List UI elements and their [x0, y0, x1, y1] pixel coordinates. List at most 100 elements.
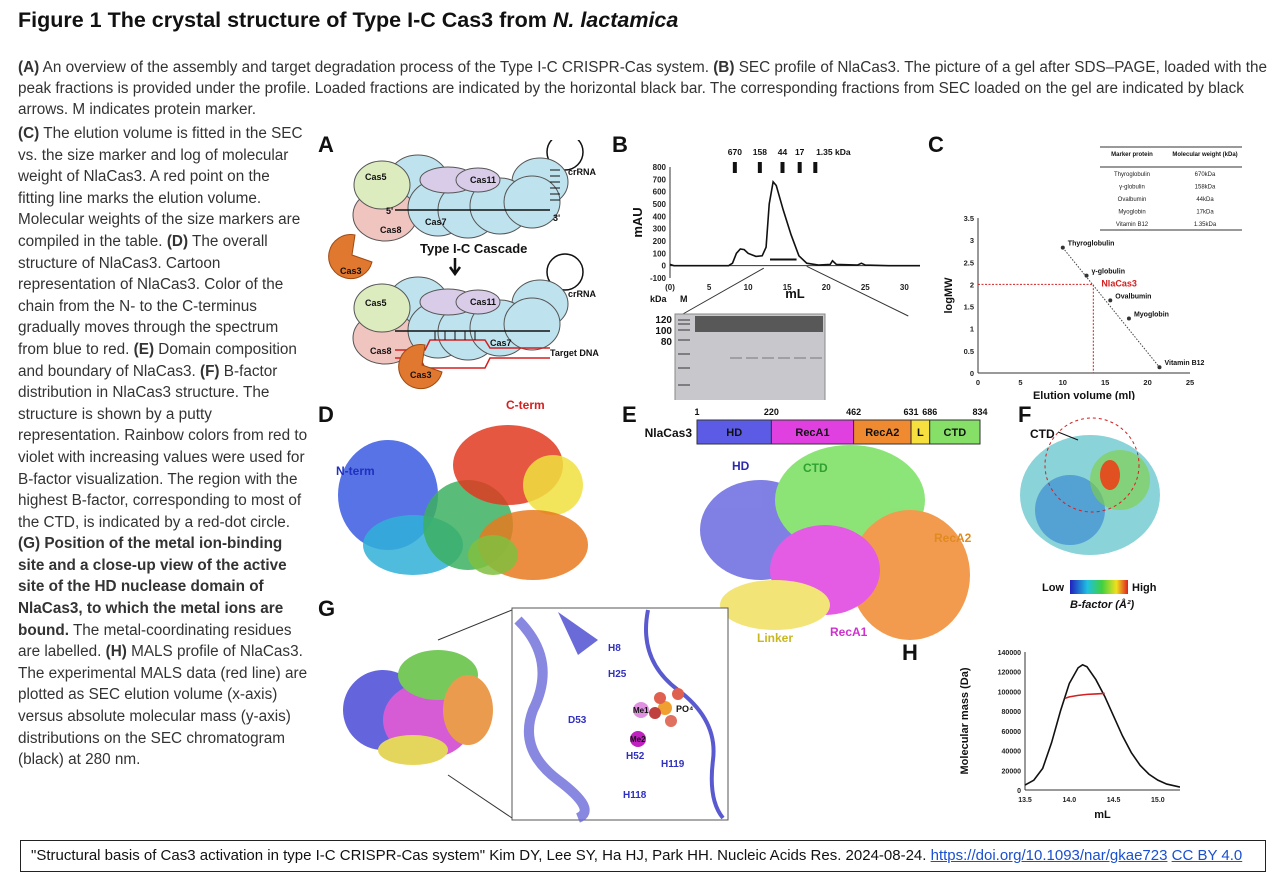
label-reca1: RecA1 [830, 625, 868, 639]
caption-label: (H) [105, 643, 127, 661]
panel-d-cartoon-structure: C-term N-term [336, 398, 588, 580]
y-axis-label: mAU [630, 207, 645, 237]
y-tick-label: 0.5 [964, 347, 974, 356]
table-cell: 670kDa [1195, 172, 1216, 178]
x-axis-label: Elution volume (ml) [1033, 390, 1135, 400]
domain-label: CTD [944, 427, 967, 439]
table-cell: Thyroglobulin [1114, 172, 1150, 178]
y-tick-label: 3.5 [964, 214, 974, 223]
panel-g-active-site: H8 H25 D53 H52 H119 H118 Me1 Me2 PO⁴ [343, 607, 729, 823]
domain-segment [853, 419, 912, 445]
mals-series-line [1064, 692, 1105, 700]
size-marker-label: 17 [795, 147, 805, 157]
label-po4: PO⁴ [676, 704, 693, 714]
marker-point [1157, 365, 1162, 370]
table-cell: Vitamin B12 [1116, 222, 1149, 228]
size-marker-bar [797, 162, 802, 173]
fraction-arrow [679, 267, 764, 317]
panel-label-d: D [318, 402, 334, 427]
y-tick-label: 1.5 [964, 303, 974, 312]
fit-line [1062, 247, 1160, 368]
domain-label: RecA1 [795, 427, 829, 439]
panel-label-h: H [902, 640, 918, 665]
caption-left: (C) The elution volume is fitted in the … [18, 123, 310, 771]
license-link[interactable]: CC BY 4.0 [1171, 847, 1243, 864]
surface-structure [700, 445, 970, 640]
y-tick-label: 20000 [1002, 768, 1022, 775]
table-header: Marker protein [1111, 152, 1153, 158]
gel-main-band [695, 316, 823, 332]
residue-h8: H8 [608, 643, 621, 654]
close-up-inset [511, 607, 729, 821]
panel-label-a: A [318, 132, 334, 157]
x-tick-label: 10 [1059, 378, 1067, 387]
overall-structure [343, 650, 493, 765]
label-cascade: Type I-C Cascade [420, 241, 527, 256]
residue-h119: H119 [661, 759, 685, 770]
gel-size-label: 120 [655, 315, 672, 326]
label-hd: HD [732, 459, 750, 473]
caption-text: An overview of the assembly and target d… [39, 59, 714, 76]
caption-label: (C) [18, 125, 40, 142]
domain-boundary-label: 220 [764, 407, 779, 417]
label-crrna-bound: crRNA [568, 289, 597, 299]
label-bfactor: B-factor (Å²) [1070, 598, 1134, 610]
panel-label-c: C [928, 132, 944, 157]
y-axis-label: logMW [943, 277, 955, 314]
label-cas11: Cas11 [470, 175, 496, 185]
gel-size-label: 80 [661, 337, 673, 348]
label-c-term: C-term [506, 398, 545, 412]
domain-segment [696, 419, 772, 445]
label-cas3: Cas3 [340, 266, 362, 276]
domain-boundary-label: 686 [922, 407, 937, 417]
table-cell: 1.35kDa [1194, 222, 1217, 228]
gel-unit-label: kDa [650, 294, 668, 304]
panel-label-e: E [622, 402, 637, 427]
y-tick-label: 3 [970, 236, 974, 245]
protein-name: NlaCas3 [645, 426, 693, 440]
y-tick-label: 1 [970, 325, 974, 334]
arrow-down-icon [448, 258, 462, 277]
y-tick-label: 0 [662, 262, 667, 271]
panel-label-b: B [612, 132, 628, 157]
y-tick-label: 700 [653, 175, 667, 184]
y-tick-label: 0 [970, 369, 974, 378]
label-cas8: Cas8 [380, 225, 402, 235]
label-n-term: N-term [336, 464, 375, 478]
y-tick-label: 2.5 [964, 258, 974, 267]
label-ctd-f: CTD [1030, 427, 1055, 441]
cascade-complex-bottom: Cas5 Cas11 Cas7 Cas8 Cas3 crRNA Target D… [352, 253, 599, 390]
marker-point-label: γ-globulin [1092, 269, 1125, 276]
residue-d53: D53 [568, 715, 587, 726]
doi-link[interactable]: https://doi.org/10.1093/nar/gkae723 [930, 847, 1168, 864]
caption-text: The elution volume is fitted in the SEC … [18, 125, 303, 250]
y-tick-label: 500 [653, 200, 667, 209]
nlacas3-guide-lines [978, 283, 1094, 373]
x-tick-label: 25 [861, 283, 870, 292]
marker-point [1060, 245, 1065, 250]
label-cas3-bound: Cas3 [410, 370, 432, 380]
citation-text: "Structural basis of Cas3 activation in … [31, 847, 931, 864]
size-marker-label: 670 [728, 147, 742, 157]
table-cell: 158kDa [1195, 185, 1216, 191]
caption-text: The metal-coordinating residues are labe… [18, 621, 292, 661]
marker-point-label: Vitamin B12 [1164, 360, 1204, 367]
chart-h-mals: 0200004000060000800001000001200001400001… [959, 650, 1180, 821]
caption-label: (A) [18, 59, 40, 76]
domain-segment [770, 419, 855, 445]
x-tick-label: 10 [744, 283, 753, 292]
domain-boundary-label: 462 [846, 407, 861, 417]
table-header: Molecular weight (kDa) [1172, 152, 1237, 158]
label-low: Low [1042, 582, 1064, 594]
label-5prime: 5' [386, 206, 393, 216]
residue-h52: H52 [626, 751, 645, 762]
y-tick-label: -100 [650, 274, 667, 283]
label-crrna: crRNA [568, 167, 597, 177]
x-tick-label: 20 [822, 283, 831, 292]
domain-boundary-label: 834 [972, 407, 987, 417]
mals-series-line [1024, 663, 1180, 788]
cas3-shape [328, 234, 373, 280]
table-cell: 17kDa [1196, 210, 1214, 216]
